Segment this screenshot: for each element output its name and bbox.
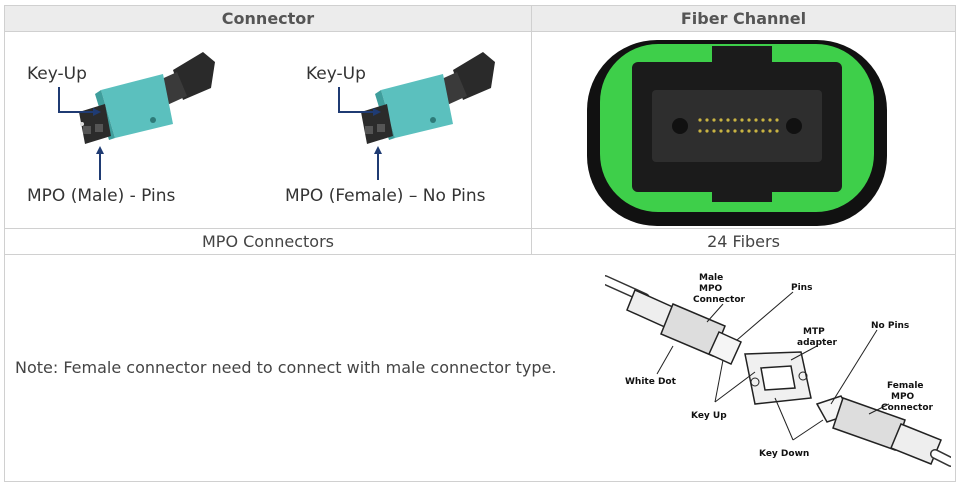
female-connector-label: MPO (Female) – No Pins [285, 186, 486, 206]
key-down-label: Key Down [759, 449, 809, 459]
mtp-line2: adapter [797, 338, 837, 348]
male-mpo-line1: Male [699, 273, 723, 283]
female-mpo-line3: Connector [881, 403, 934, 413]
header-connector: Connector [5, 6, 531, 31]
caption-connectors: MPO Connectors [202, 232, 334, 251]
male-keyup-label: Key-Up [27, 64, 87, 84]
connector-image: Key-Up MPO (Male) - Pins Key-Up MPO (Fem… [5, 32, 531, 228]
no-pins-label: No Pins [871, 321, 909, 331]
svg-text:Female MPO Con: Female MPO Connector [881, 381, 934, 413]
caption-fibers: 24 Fibers [707, 232, 780, 251]
white-dot-label: White Dot [625, 377, 677, 387]
female-keyup-label: Key-Up [306, 64, 366, 84]
female-connector-icon [361, 52, 495, 144]
male-connector-icon [79, 52, 215, 144]
female-mpo-line2: MPO [891, 392, 915, 402]
fiber-dots [698, 118, 779, 133]
row-divider [5, 31, 955, 32]
pins-label: Pins [791, 283, 812, 293]
mtp-line1: MTP [803, 327, 825, 337]
column-divider [531, 6, 532, 254]
fiber-channel-image [532, 32, 955, 228]
mpo-mtp-diagram: Male MPO Connector Pins MTP adapter No P… [600, 264, 956, 478]
note-text: Note: Female connector need to connect w… [15, 358, 557, 377]
svg-text:Male MPO Conne: Male MPO Connector [693, 273, 746, 305]
comparison-table: Connector Fiber Channel [4, 5, 956, 482]
key-up-label: Key Up [691, 411, 727, 421]
female-mpo-line1: Female [887, 381, 924, 391]
male-connector-label: MPO (Male) - Pins [27, 186, 176, 206]
fiber-face-illustration [587, 40, 887, 226]
male-mpo-line3: Connector [693, 295, 746, 305]
row-divider [5, 254, 955, 255]
male-mpo-line2: MPO [699, 284, 723, 294]
mpo-connectors-illustration [58, 52, 495, 180]
svg-text:MTP adapter: MTP adapter [797, 327, 837, 348]
header-fiber-channel: Fiber Channel [532, 6, 955, 31]
adapter-diagram: Male MPO Connector Pins MTP adapter No P… [600, 273, 956, 467]
row-divider [5, 228, 955, 229]
